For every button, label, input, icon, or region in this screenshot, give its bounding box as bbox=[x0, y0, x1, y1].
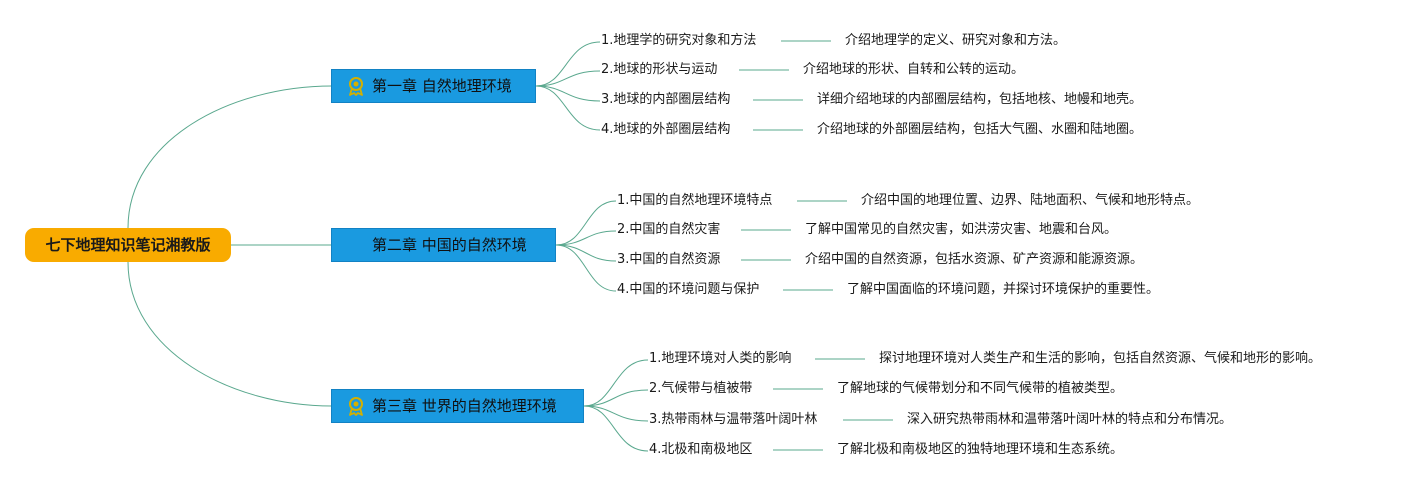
chapter-2-icon-slot bbox=[346, 235, 366, 255]
topic-node[interactable]: 1.地理学的研究对象和方法 bbox=[601, 33, 757, 48]
award-medal-icon bbox=[349, 397, 363, 416]
topic-node[interactable]: 2.地球的形状与运动 bbox=[601, 62, 718, 77]
award-medal-icon bbox=[349, 77, 363, 96]
topic-node[interactable]: 3.热带雨林与温带落叶阔叶林 bbox=[649, 412, 818, 427]
topic-node[interactable]: 3.中国的自然资源 bbox=[617, 252, 721, 267]
topic-node[interactable]: 4.中国的环境问题与保护 bbox=[617, 282, 760, 297]
topic-node[interactable]: 2.中国的自然灾害 bbox=[617, 222, 721, 237]
chapter-1-node[interactable]: 第一章 自然地理环境 bbox=[331, 69, 536, 103]
chapter-2-title: 第二章 中国的自然环境 bbox=[372, 236, 527, 254]
root-node[interactable]: 七下地理知识笔记湘教版 bbox=[25, 228, 231, 262]
topic-description: 探讨地理环境对人类生产和生活的影响，包括自然资源、气候和地形的影响。 bbox=[879, 351, 1322, 366]
chapter-3-node[interactable]: 第三章 世界的自然地理环境 bbox=[331, 389, 584, 423]
topic-description: 介绍中国的自然资源，包括水资源、矿产资源和能源资源。 bbox=[805, 252, 1144, 267]
topic-description: 介绍地球的形状、自转和公转的运动。 bbox=[803, 62, 1025, 77]
topic-description: 了解中国面临的环境问题，并探讨环境保护的重要性。 bbox=[847, 282, 1160, 297]
topic-description: 深入研究热带雨林和温带落叶阔叶林的特点和分布情况。 bbox=[907, 412, 1233, 427]
topic-node[interactable]: 1.中国的自然地理环境特点 bbox=[617, 193, 773, 208]
chapter-1-title: 第一章 自然地理环境 bbox=[372, 77, 512, 95]
topic-node[interactable]: 3.地球的内部圈层结构 bbox=[601, 92, 731, 107]
topic-description: 了解北极和南极地区的独特地理环境和生态系统。 bbox=[837, 442, 1124, 457]
topic-node[interactable]: 2.气候带与植被带 bbox=[649, 381, 753, 396]
topic-description: 了解中国常见的自然灾害，如洪涝灾害、地震和台风。 bbox=[805, 222, 1118, 237]
topic-node[interactable]: 4.北极和南极地区 bbox=[649, 442, 753, 457]
topic-node[interactable]: 4.地球的外部圈层结构 bbox=[601, 122, 731, 137]
topic-description: 介绍地球的外部圈层结构，包括大气圈、水圈和陆地圈。 bbox=[817, 122, 1143, 137]
topic-description: 详细介绍地球的内部圈层结构，包括地核、地幔和地壳。 bbox=[817, 92, 1143, 107]
topic-description: 了解地球的气候带划分和不同气候带的植被类型。 bbox=[837, 381, 1124, 396]
chapter-2-node[interactable]: 第二章 中国的自然环境 bbox=[331, 228, 556, 262]
topic-description: 介绍中国的地理位置、边界、陆地面积、气候和地形特点。 bbox=[861, 193, 1200, 208]
topic-description: 介绍地理学的定义、研究对象和方法。 bbox=[845, 33, 1067, 48]
chapter-3-title: 第三章 世界的自然地理环境 bbox=[372, 397, 557, 415]
topic-node[interactable]: 1.地理环境对人类的影响 bbox=[649, 351, 792, 366]
